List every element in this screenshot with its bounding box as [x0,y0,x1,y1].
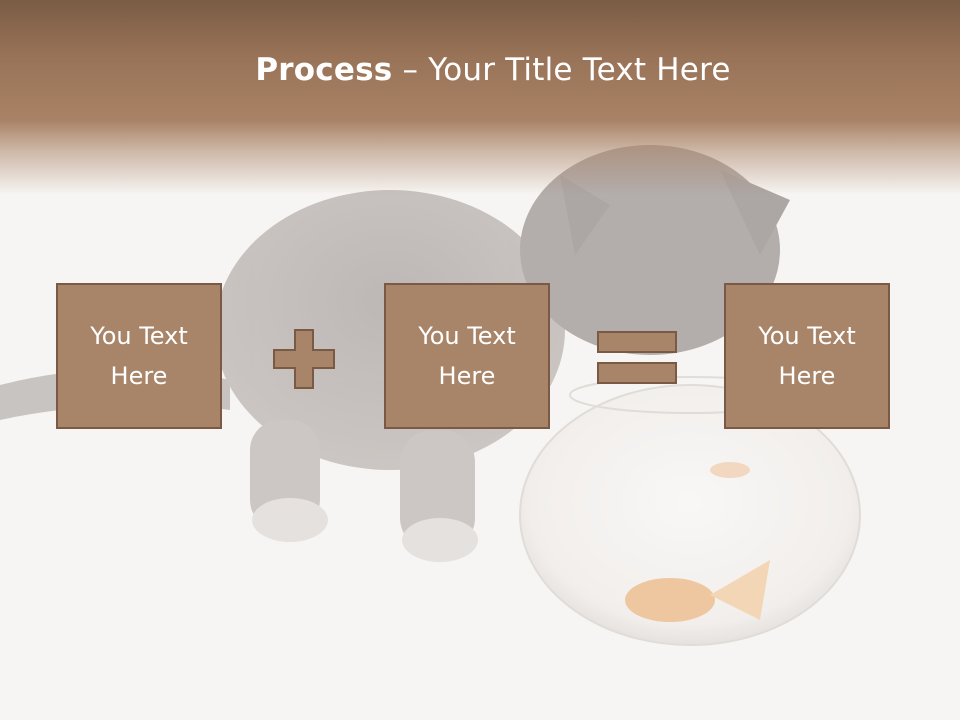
process-box-2[interactable]: You Text Here [384,283,550,429]
slide-title: Process – Your Title Text Here [0,52,960,88]
process-box-3[interactable]: You Text Here [724,283,890,429]
title-bold: Process [255,52,393,88]
header-band [0,0,960,200]
title-rest: – Your Title Text Here [392,52,731,88]
plus-icon [273,329,335,389]
process-box-1[interactable]: You Text Here [56,283,222,429]
equals-icon [597,331,677,384]
